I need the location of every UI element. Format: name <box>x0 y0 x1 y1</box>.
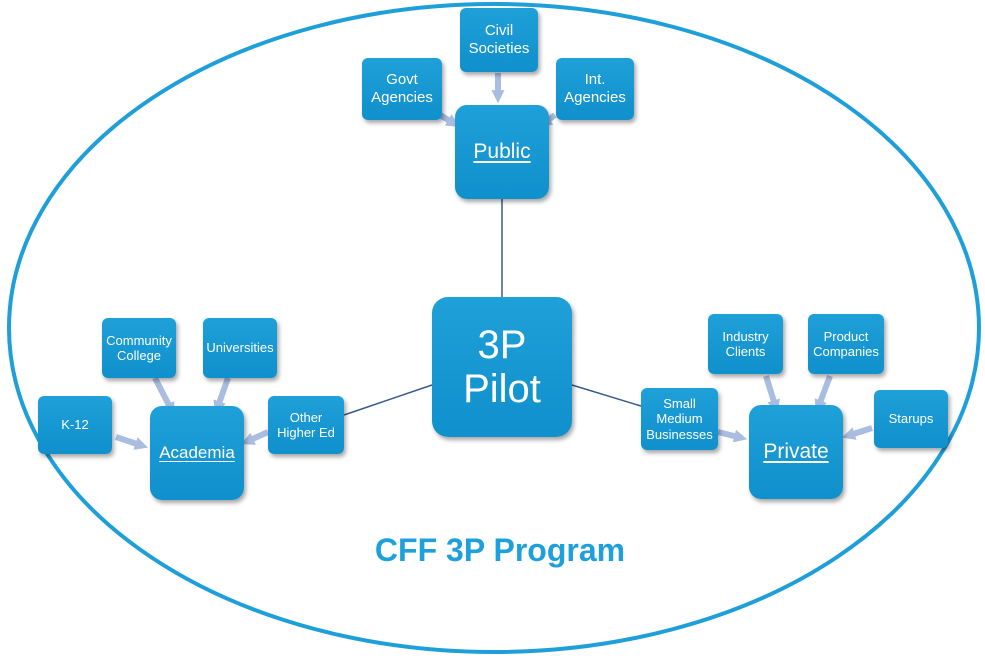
arrow-universities-to-academia <box>213 376 231 414</box>
box-small-medium-businesses: Small Medium Businesses <box>641 388 718 450</box>
label-private: Private <box>763 439 829 463</box>
arrow-community-to-academia <box>152 376 175 416</box>
connector-center-academia <box>343 384 433 416</box>
box-govt-agencies: Govt Agencies <box>362 58 442 120</box>
label-universities: Universities <box>206 340 274 356</box>
label-civil-societies: Civil Societies <box>468 22 530 57</box>
arrow-k12-to-academia <box>115 434 149 450</box>
label-int-agencies: Int. Agencies <box>564 71 626 106</box>
label-academia: Academia <box>159 442 235 462</box>
label-govt-agencies: Govt Agencies <box>371 71 433 106</box>
arrow-industry-to-private <box>763 375 780 414</box>
box-int-agencies: Int. Agencies <box>556 58 634 120</box>
hub-private: Private <box>749 405 843 499</box>
box-k12: K-12 <box>38 396 112 454</box>
center-3p-pilot: 3P Pilot <box>432 297 572 437</box>
label-public: Public <box>473 139 531 163</box>
box-industry-clients: Industry Clients <box>708 314 783 374</box>
program-title: CFF 3P Program <box>374 532 626 568</box>
box-civil-societies: Civil Societies <box>460 8 538 72</box>
label-3p-pilot: 3P Pilot <box>463 323 541 411</box>
hub-public: Public <box>455 105 549 199</box>
label-industry-clients: Industry Clients <box>722 328 769 359</box>
label-k12: K-12 <box>61 417 89 433</box>
arrow-other-to-academia <box>241 429 270 445</box>
arrow-govt-to-public <box>438 112 460 127</box>
box-starups: Starups <box>874 390 948 448</box>
box-other-higher-ed: Other Higher Ed <box>268 396 344 454</box>
box-universities: Universities <box>203 318 277 378</box>
program-boundary-ellipse <box>7 2 981 654</box>
arrow-startups-to-private <box>841 425 873 440</box>
label-small-medium-businesses: Small Medium Businesses <box>646 396 713 442</box>
arrow-smb-to-private <box>717 429 748 443</box>
label-product-companies: Product Companies <box>813 328 879 359</box>
label-other-higher-ed: Other Higher Ed <box>277 409 335 440</box>
label-starups: Starups <box>888 411 934 427</box>
box-product-companies: Product Companies <box>808 314 884 374</box>
label-community-college: Community College <box>106 332 172 363</box>
arrow-product-to-private <box>814 374 833 413</box>
hub-academia: Academia <box>150 406 244 500</box>
connector-center-private <box>571 384 642 407</box>
box-community-college: Community College <box>102 318 176 378</box>
